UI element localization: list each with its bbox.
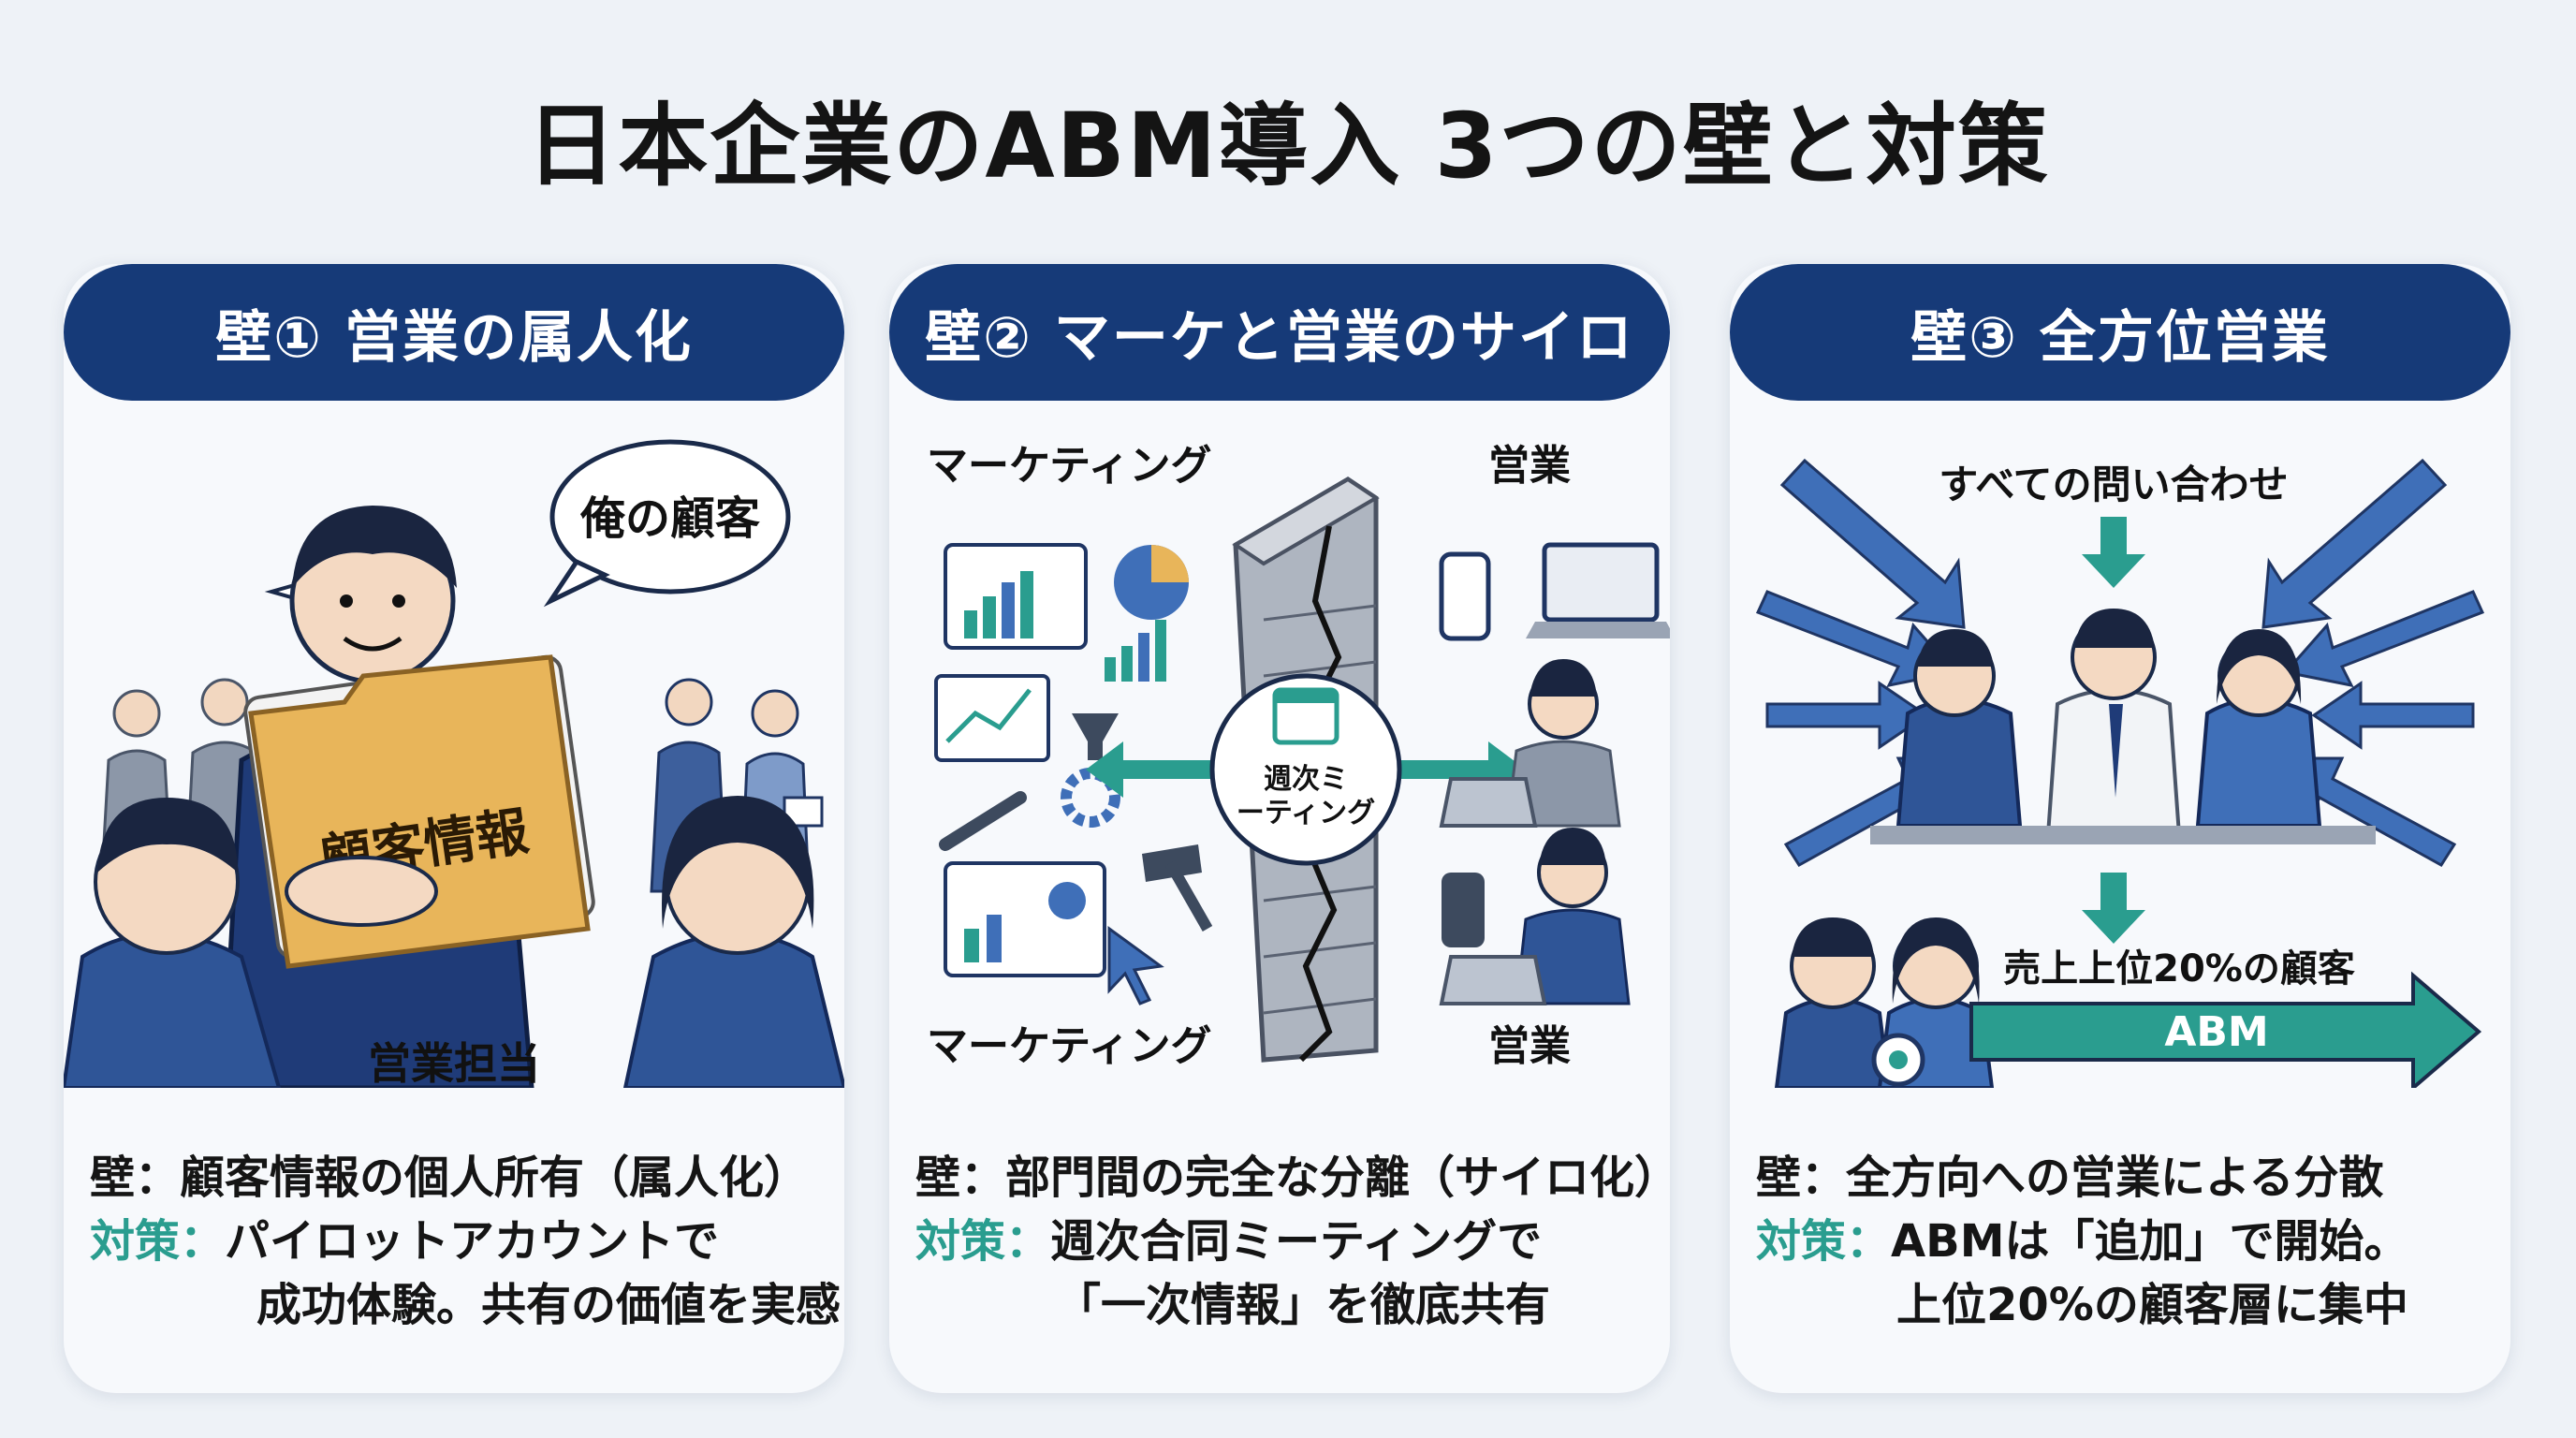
gear-icon	[1061, 768, 1120, 828]
panel-2-measure: 対策：週次合同ミーティングで	[915, 1215, 1543, 1268]
sales-person-1	[1439, 659, 1621, 828]
pie-chart-icon	[1114, 545, 1189, 620]
stressed-salespeople	[1870, 609, 2376, 844]
panel-1-text: 壁：顧客情報の個人所有（属人化） 対策：パイロットアカウントで 成功体験。共有の…	[90, 1146, 842, 1337]
wrench-icon	[939, 791, 1027, 851]
page-title: 日本企業のABM導入 3つの壁と対策	[526, 94, 2050, 198]
measure-label: 対策：	[90, 1215, 226, 1268]
arrow-icon	[2311, 681, 2475, 750]
marketing-label-bottom: マーケティング	[927, 1022, 1211, 1070]
speech-bubble: 俺の顧客	[543, 439, 791, 608]
abm-arrow: ABM	[1969, 971, 2482, 1088]
dashboard-icon	[944, 543, 1088, 650]
top20-label: 売上上位20%の顧客	[2003, 947, 2355, 990]
panel-1-measure: 対策：パイロットアカウントで	[90, 1215, 720, 1268]
panel-2-text: 壁：部門間の完全な分離（サイロ化） 対策：週次合同ミーティングで 「一次情報」を…	[915, 1146, 1670, 1337]
panel-3-header: 壁③ 全方位営業	[1730, 264, 2510, 401]
arrow-icon	[1765, 681, 1929, 750]
sales-rep-caption: 営業担当	[368, 1038, 540, 1088]
customer-info-folder: 顧客情報	[243, 654, 595, 969]
sales-label-top: 営業	[1488, 442, 1571, 490]
panel-2-wall: 壁：部門間の完全な分離（サイロ化）	[915, 1152, 1670, 1204]
panel-1-measure-cont: 成功体験。共有の価値を実感	[256, 1279, 842, 1331]
foreground-colleague-right	[622, 796, 844, 1088]
all-inquiries-label: すべての問い合わせ	[1939, 462, 2288, 507]
svg-text:ーティング: ーティング	[1237, 797, 1375, 829]
measure-label: 対策：	[1756, 1215, 1892, 1268]
focused-salespeople	[1774, 917, 1995, 1088]
marketing-label-top: マーケティング	[927, 442, 1211, 490]
bar-chart-icon	[1105, 620, 1166, 682]
arrow-icon	[2261, 458, 2448, 629]
arrow-left-icon	[1086, 741, 1217, 798]
sales-person-2	[1439, 828, 1631, 1005]
panel-2-header: 壁② マーケと営業のサイロ	[889, 264, 1670, 401]
panel-wall-3: 壁③ 全方位営業 すべての問い合わせ	[1730, 264, 2510, 1393]
arrow-down-icon	[2082, 873, 2145, 944]
panel-3-measure-cont: 上位20%の顧客層に集中	[1896, 1279, 2408, 1331]
illustration-silo: マーケティング 営業	[889, 404, 1670, 1088]
target-icon	[1871, 1033, 1925, 1087]
funnel-icon	[1072, 713, 1119, 760]
smartphone-icon-2	[1442, 873, 1485, 947]
panel-3-text: 壁：全方向への営業による分散 対策：ABMは「追加」で開始。 上位20%の顧客層…	[1756, 1146, 2505, 1337]
panel-1-wall: 壁：顧客情報の個人所有（属人化）	[90, 1152, 810, 1204]
panel-3-wall: 壁：全方向への営業による分散	[1756, 1152, 2384, 1204]
panel-2-measure-cont: 「一次情報」を徹底共有	[1056, 1279, 1551, 1331]
arrow-icon	[1779, 458, 1966, 629]
hammer-icon	[1142, 844, 1213, 932]
speech-text: 俺の顧客	[579, 492, 760, 545]
panel-wall-1: 壁① 営業の属人化 俺の顧客	[64, 264, 844, 1393]
foreground-colleague-left	[64, 798, 282, 1088]
laptop-icon	[1526, 542, 1670, 638]
arrow-down-icon	[2082, 517, 2145, 588]
panel-1-header: 壁① 営業の属人化	[64, 264, 844, 401]
panel-3-measure: 対策：ABMは「追加」で開始。	[1756, 1215, 2409, 1268]
smartphone-icon	[1439, 551, 1491, 641]
line-chart-icon	[934, 674, 1050, 762]
cursor-icon	[1107, 926, 1164, 1005]
measure-label: 対策：	[915, 1215, 1051, 1268]
report-icon	[944, 861, 1106, 977]
weekly-meeting-badge: 週次ミ ーティング	[1209, 673, 1402, 866]
sales-label-bottom: 営業	[1488, 1022, 1571, 1070]
arrow-icon	[2283, 590, 2485, 688]
illustration-all-direction-sales: すべての問い合わせ	[1730, 404, 2510, 1088]
panel-wall-2: 壁② マーケと営業のサイロ マーケティング 営業	[889, 264, 1670, 1393]
abm-label: ABM	[2164, 1008, 2268, 1056]
svg-text:週次ミ: 週次ミ	[1264, 763, 1348, 796]
illustration-personalization: 俺の顧客	[64, 404, 844, 1088]
